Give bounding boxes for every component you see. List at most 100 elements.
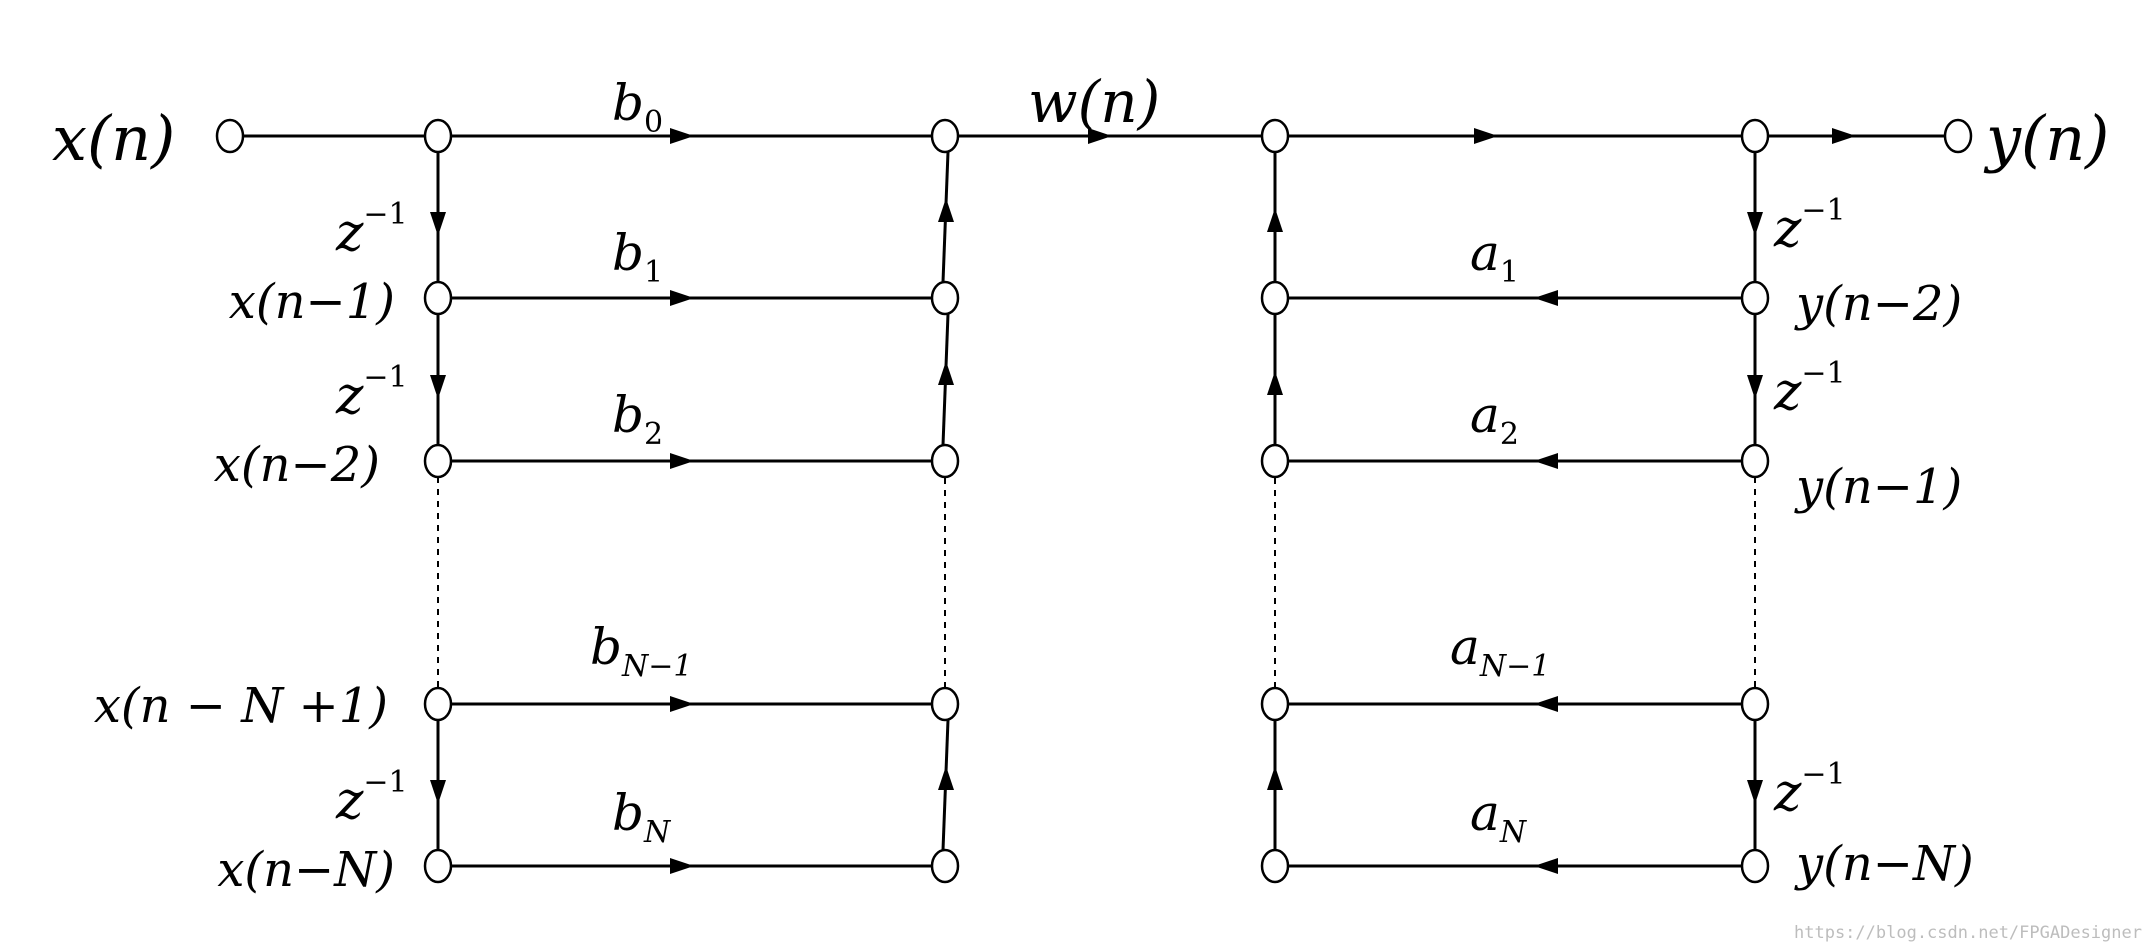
arrow-mid [1474,128,1498,144]
input-label: x(n) [52,102,175,175]
z-delay-xN: z−1 [335,765,408,831]
y-node-N-1 [1740,686,1770,722]
sumb-node-N-1 [930,686,960,722]
sumb-node-2 [930,443,960,479]
coef-aN: aN [1470,784,1528,850]
arrow-xdelay-2 [430,375,446,399]
arrow-ydelay-2 [1747,375,1763,399]
y-node-0 [1740,118,1770,154]
x-node-N-1 [423,686,453,722]
arrow-suma-1 [1267,208,1283,232]
suma-node-1 [1260,280,1290,316]
x-node-N [423,848,453,884]
tap-y-n-N: y(n−N) [1794,836,1974,892]
coef-b1-base: b [612,224,644,282]
arrow-xdelay-1 [430,212,446,236]
suma-node-N-1 [1260,686,1290,722]
z-delay-xN-exp: −1 [363,765,407,800]
coef-b2-base: b [612,386,644,444]
coef-b0-sub: 0 [644,105,663,140]
coef-a1-base: a [1470,224,1500,282]
x-node-2 [423,443,453,479]
coef-a1: a1 [1470,224,1519,290]
y-node-N [1740,848,1770,884]
arrow-b0 [670,128,694,144]
sumb-node-1 [930,280,960,316]
coef-aN-1-sub: N−1 [1479,649,1550,684]
arrow-suma-2 [1267,371,1283,395]
coef-bN-1-sub: N−1 [621,649,692,684]
coef-bN-sub: N [643,815,672,850]
tap-y-n-2: y(n−2) [1794,276,1962,332]
tap-x-n-N: x(n−N) [217,842,395,898]
delay-labels: z−1 z−1 z−1 z−1 z−1 z−1 [335,193,1846,831]
arrow-aN-1 [1534,696,1558,712]
z-delay-x1-base: z [335,203,364,263]
tap-y-n-1: y(n−1) [1794,459,1962,515]
arrow-a2 [1534,453,1558,469]
output-label: y(n) [1983,102,2109,175]
y-node-2 [1740,443,1770,479]
arrow-w [1088,128,1112,144]
z-delay-x2-exp: −1 [363,360,407,395]
arrow-sumb-2 [938,361,954,385]
coef-b0: b0 [612,74,663,140]
z-delay-x2: z−1 [335,360,408,426]
coef-aN-base: a [1470,784,1500,842]
z-delay-y1-exp: −1 [1801,193,1845,228]
w-label: w(n) [1028,68,1160,136]
input-node [215,118,245,154]
arrow-bN [670,858,694,874]
coef-bN-base: b [612,784,644,842]
arrow-bN-1 [670,696,694,712]
z-delay-x1: z−1 [335,197,408,263]
output-node [1943,118,1973,154]
tap-x-n-1: x(n−1) [229,274,395,330]
arrow-b2 [670,453,694,469]
coef-b1: b1 [612,224,663,290]
z-delay-y2: z−1 [1773,356,1846,422]
y-node-1 [1740,280,1770,316]
coef-bN: bN [612,784,672,850]
suma-node-0 [1260,118,1290,154]
arrow-ydelay-1 [1747,212,1763,236]
tap-labels: x(n−1) x(n−2) x(n − N +1) x(n−N) y(n−2) … [94,274,1974,898]
z-delay-x2-base: z [335,366,364,426]
arrow-suma-N [1267,766,1283,790]
z-delay-y2-base: z [1773,362,1802,422]
coef-aN-1: aN−1 [1450,618,1550,684]
arrow-aN [1534,858,1558,874]
z-delay-xN-base: z [335,771,364,831]
coef-b2: b2 [612,386,663,452]
coef-a1-sub: 1 [1500,255,1519,290]
arrow-b1 [670,290,694,306]
z-delay-y2-exp: −1 [1801,356,1845,391]
z-delay-x1-exp: −1 [363,197,407,232]
coef-aN-sub: N [1499,815,1528,850]
tap-x-n-N-1: x(n − N +1) [94,678,388,734]
z-delay-y1: z−1 [1773,193,1846,259]
coef-a2-base: a [1470,386,1500,444]
arrow-sumb-N [938,766,954,790]
suma-node-2 [1260,443,1290,479]
signal-labels: x(n) w(n) y(n) [52,68,2109,175]
coef-b1-sub: 1 [644,255,663,290]
nodes [215,118,1973,884]
b-coefficients: b0 b1 b2 bN−1 bN [590,74,693,850]
horizontal-wires [243,134,1945,868]
arrow-ydelay-N [1747,780,1763,804]
z-delay-yN-base: z [1773,763,1802,823]
coef-b0-base: b [612,74,644,132]
arrow-a1 [1534,290,1558,306]
sumb-node-N [930,848,960,884]
z-delay-yN: z−1 [1773,757,1846,823]
sumb-node-0 [930,118,960,154]
z-delay-yN-exp: −1 [1801,757,1845,792]
z-delay-y1-base: z [1773,199,1802,259]
suma-node-N [1260,848,1290,884]
coef-bN-1: bN−1 [590,618,693,684]
arrow-xdelay-N [430,780,446,804]
arrowheads [430,128,1856,874]
arrow-out [1832,128,1856,144]
